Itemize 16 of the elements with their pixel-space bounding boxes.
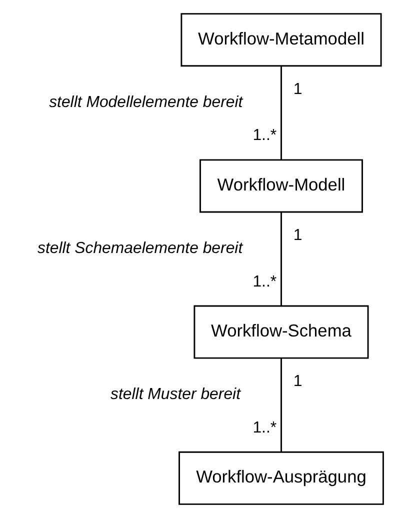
edge-label: stellt Muster bereit	[110, 386, 241, 404]
label: 1	[293, 81, 302, 98]
node-box: Workflow-Modell	[200, 159, 363, 213]
label: 1..*	[252, 419, 277, 436]
node-box: Workflow-Schema	[194, 305, 369, 359]
connector	[280, 212, 282, 306]
edge-label: stellt Schemaelemente bereit	[38, 240, 243, 258]
connector	[280, 66, 282, 160]
label: 1	[293, 227, 302, 244]
label: 1	[293, 373, 302, 390]
connector	[280, 358, 282, 452]
node-box: Workflow-Metamodell	[180, 13, 382, 67]
label: 1..*	[252, 127, 277, 144]
edge-label: stellt Modellelemente bereit	[49, 94, 243, 112]
node-box: Workflow-Ausprägung	[178, 451, 384, 505]
label: 1..*	[252, 273, 277, 290]
